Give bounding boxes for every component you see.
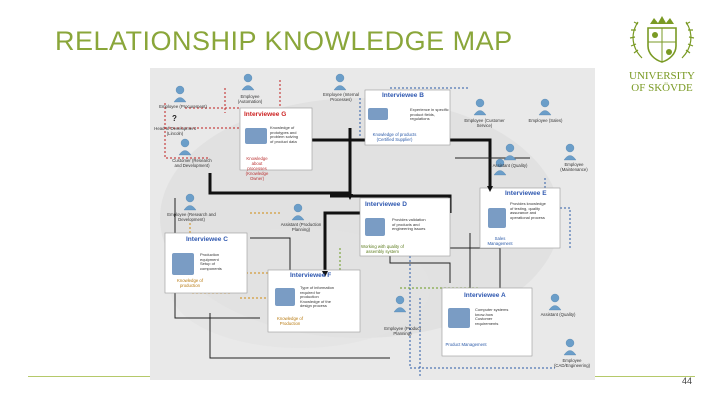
label-employee-far-right: Employee (Maintenance) [560,162,588,172]
label-pc-left: Assistant (Production Planning) [280,222,322,232]
meeting-scene-icon [368,108,388,120]
interviewee-b-title: Interviewee B [382,92,424,99]
footer-rule-right [595,376,695,377]
meeting-scene-icon [448,308,470,328]
person-icon [473,98,487,116]
label-head-dev: Head of Development (Lincoln) [154,126,196,136]
interviewee-a-title: Interviewee A [464,292,506,299]
meeting-scene-icon [488,208,506,228]
note-d: Working with quality of assembly system [361,244,404,254]
label-person-top-center: Assistant (Quality) [492,163,528,168]
person-icon [393,295,407,313]
person-icon [563,143,577,161]
meeting-scene-icon [172,253,194,275]
label-person-right-mid: Assistant (Quality) [540,312,576,317]
label-employee-right-top: Employee (Sales) [528,118,563,123]
label-customer: Customer (Research and Development) [172,158,212,168]
person-icon [241,73,255,91]
question-mark: ? [172,114,177,123]
note-e: Sales Management [487,236,513,246]
person-icon [503,143,517,161]
note-g: Knowledge about processes (Knowledge Own… [245,156,269,181]
person-icon [173,85,187,103]
label-far-right-bottom: Employee (CAD/Engineering) [553,358,591,368]
interviewee-g-box [239,107,313,171]
label-employee-mid: Employee (Automation) [237,94,263,104]
person-icon [493,158,507,176]
person-icon [178,138,192,156]
label-top-left-person: Employee (Procurement) [159,104,207,109]
university-logo: UNIVERSITY OF SKÖVDE [622,10,702,100]
label-a-person-bottom: Employee (Product Planning) [384,326,421,336]
label-employee-top-b: Employee (Internal Processes) [322,92,360,102]
page-number: 44 [682,376,693,386]
label-employee-left-mid: Employee (Research and Development) [167,212,216,222]
person-icon [333,73,347,91]
person-icon [291,203,305,221]
logo-line-2: OF SKÖVDE [631,82,693,94]
interviewee-e-title: Interviewee E [505,190,547,197]
person-icon [563,338,577,356]
relationship-knowledge-map: Interviewee B Interviewee G Interviewee … [150,68,595,380]
interviewee-g-title: Interviewee G [244,111,287,118]
map-connections [160,73,577,378]
logo-line-1: UNIVERSITY [629,70,695,82]
interviewee-c-title: Interviewee C [186,236,228,243]
note-b: Knowledge of products (Certified Supplie… [372,132,417,142]
person-icon [548,293,562,311]
note-a: Product Management [445,342,487,347]
meeting-scene-icon [365,218,385,236]
label-employee-b-right: Employee (Customer Service) [464,118,505,128]
meeting-scene-icon [245,128,267,144]
person-icon [538,98,552,116]
note-f: Knowledge of Production [276,316,304,326]
interviewee-d-title: Interviewee D [365,201,407,208]
meeting-scene-icon [275,288,295,306]
interviewee-f-title: Interviewee F [290,272,332,279]
crown-shield-emblem-icon [629,16,695,63]
note-c: Knowledge of production [176,278,204,288]
footer-rule-left [28,376,150,377]
person-icon [183,193,197,211]
slide-title: RELATIONSHIP KNOWLEDGE MAP [55,26,513,56]
